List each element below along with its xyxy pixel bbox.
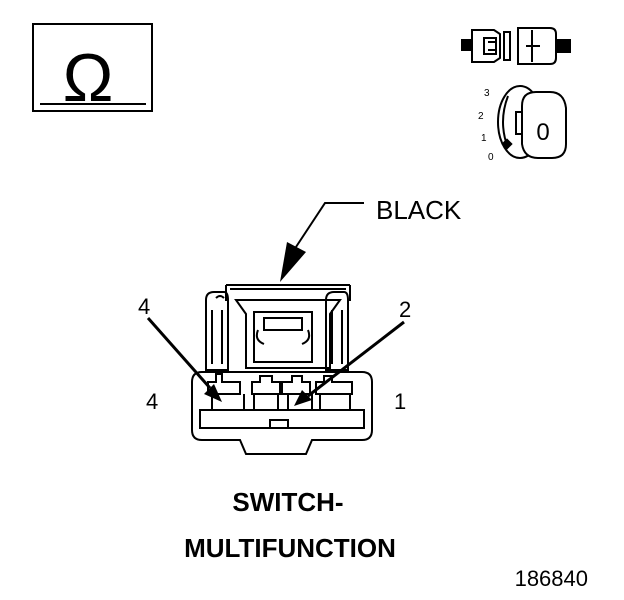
side-label-1: 1 <box>394 389 406 414</box>
ohm-symbol: Ω <box>63 40 114 116</box>
connector-disconnected-icon <box>461 27 571 65</box>
ignition-position-2: 2 <box>478 111 484 122</box>
side-label-4: 4 <box>146 389 158 414</box>
title-line-1: SWITCH- <box>232 487 343 517</box>
ohm-meter-icon: Ω <box>32 23 153 116</box>
callout-terminal-4: 4 <box>138 294 150 319</box>
callout-arrow-2 <box>294 320 405 406</box>
callout-terminal-2: 2 <box>399 297 411 322</box>
ignition-position-0: 0 <box>488 152 494 163</box>
title-line-2: MULTIFUNCTION <box>184 533 396 563</box>
figure-number: 186840 <box>515 566 588 591</box>
ignition-position-1: 1 <box>481 133 487 144</box>
key-label: 0 <box>536 119 549 146</box>
connector-body <box>191 284 373 455</box>
callout-arrow-4 <box>146 317 222 402</box>
color-leader-arrow <box>280 202 364 282</box>
connector-color-label: BLACK <box>376 195 462 225</box>
ignition-key-icon: 3 2 1 0 0 <box>478 85 567 163</box>
ignition-position-3: 3 <box>484 88 490 99</box>
